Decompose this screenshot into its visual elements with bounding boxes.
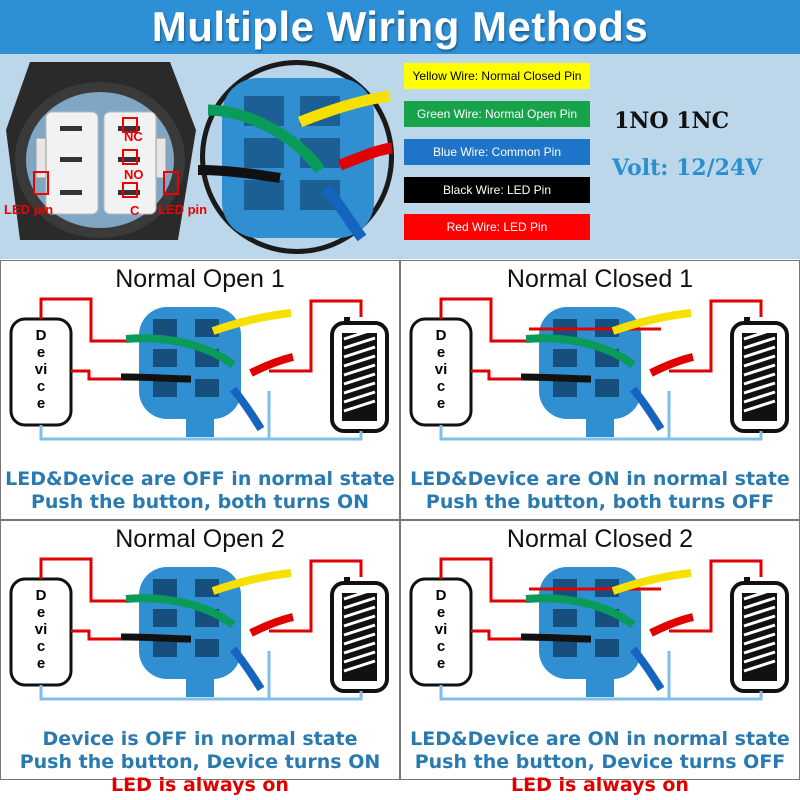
panel-title: Normal Closed 2 [506, 525, 694, 553]
battery-icon [330, 577, 389, 693]
panel-caption1: LED&Device are OFF in normal state [5, 468, 395, 490]
connector-block [139, 307, 241, 437]
connector-block [539, 307, 641, 437]
switch-type: 1NO 1NC [614, 108, 730, 134]
page-title: Multiple Wiring Methods [151, 3, 649, 50]
panel-caption1: LED&Device are ON in normal state [410, 468, 790, 490]
battery-icon [730, 317, 789, 433]
panel-caption3: LED is always on [111, 774, 289, 796]
panel-title: Normal Closed 1 [506, 265, 694, 293]
panel-title: Normal Open 2 [115, 525, 285, 553]
led-pin-right-label: LED pin [158, 202, 208, 217]
panel-title: Normal Open 1 [115, 265, 285, 293]
connector-block [139, 567, 241, 697]
legend-item: Green Wire: Normal Open Pin [404, 101, 590, 127]
panel-caption2: Push the button, both turns ON [30, 491, 370, 513]
legend-item: Red Wire: LED Pin [404, 214, 590, 240]
battery-icon [330, 317, 389, 433]
connector-block [539, 567, 641, 697]
no-label: NO [124, 167, 144, 182]
panel-caption1: Device is OFF in normal state [42, 728, 358, 750]
wiring-lines [439, 297, 763, 441]
nc-label: NC [124, 129, 143, 144]
legend-item: Black Wire: LED Pin [404, 177, 590, 203]
wiring-diagram [409, 297, 789, 441]
device-label: Device [34, 587, 48, 672]
wiring-lines [439, 557, 763, 701]
c-label: C [130, 203, 140, 218]
wiring-diagram [409, 557, 789, 701]
wiring-diagram [9, 297, 389, 441]
led-pin-left-label: LED pin [4, 202, 54, 217]
wiring-lines [39, 297, 363, 441]
legend-item: Yellow Wire: Normal Closed Pin [404, 63, 590, 89]
device-label: Device [434, 327, 448, 412]
header-bar [0, 0, 800, 54]
device-label: Device [434, 587, 448, 672]
voltage-spec: Volt: 12/24V [612, 155, 763, 181]
panel-caption2: Push the button, both turns OFF [425, 491, 775, 513]
legend-item: Blue Wire: Common Pin [404, 139, 590, 165]
panel-caption2: Push the button, Device turns ON [19, 751, 381, 773]
wiring-lines [39, 557, 363, 701]
panel-caption2: Push the button, Device turns OFF [414, 751, 786, 773]
wiring-diagram [9, 557, 389, 701]
panel-caption3: LED is always on [511, 774, 689, 796]
device-label: Device [34, 327, 48, 412]
panel-caption1: LED&Device are ON in normal state [410, 728, 790, 750]
battery-icon [730, 577, 789, 693]
